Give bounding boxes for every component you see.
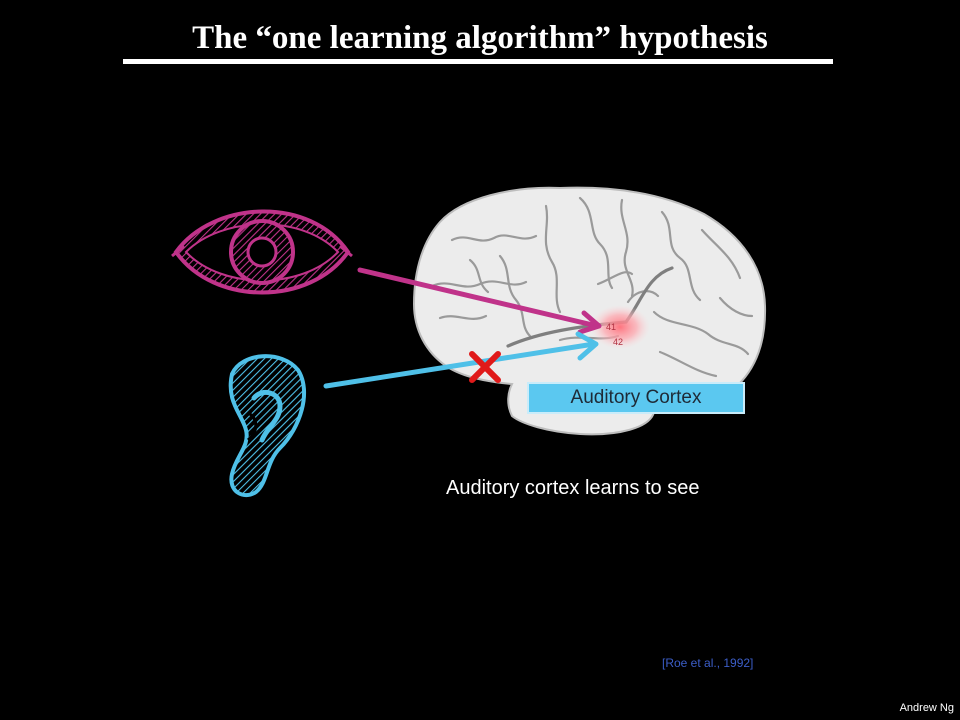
auditory-area-highlight [590, 305, 650, 349]
eye-icon [171, 209, 353, 295]
area-42-label: 42 [613, 337, 623, 347]
title-underline [123, 59, 833, 64]
x-mark-icon [469, 351, 501, 383]
ear-to-cortex-arrow [323, 331, 599, 389]
author-credit: Andrew Ng [899, 702, 954, 714]
ear-icon [228, 354, 307, 498]
citation: [Roe et al., 1992] [662, 656, 754, 670]
caption: Auditory cortex learns to see [446, 477, 700, 499]
slide-title: The “one learning algorithm” hypothesis [192, 20, 768, 56]
area-41-label: 41 [606, 322, 616, 332]
brain-image: 41 42 [412, 186, 767, 436]
auditory-cortex-label: Auditory Cortex [527, 382, 745, 414]
eye-to-cortex-arrow [357, 267, 602, 335]
